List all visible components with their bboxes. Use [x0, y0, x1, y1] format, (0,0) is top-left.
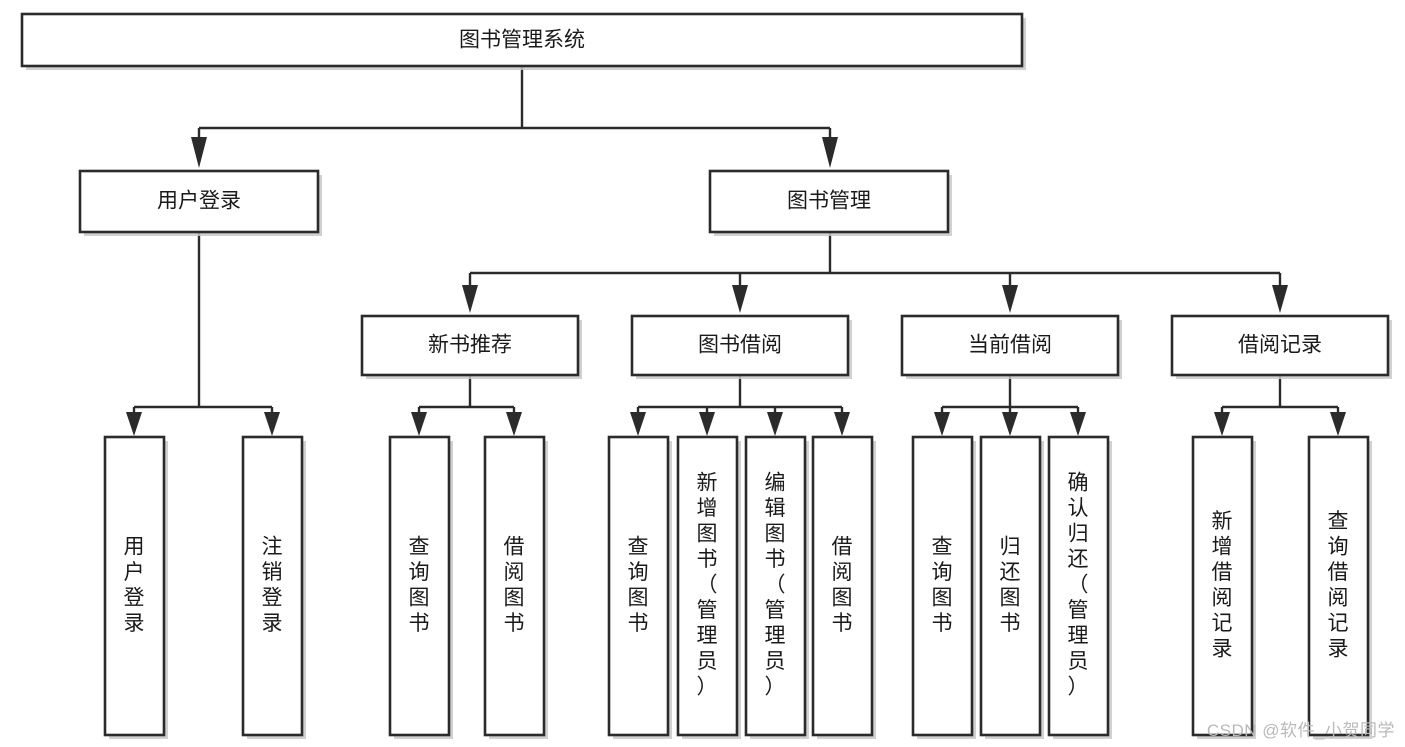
arrow-to-new-book-recommend: [462, 285, 478, 313]
arrow-to-leaf-return-book: [1002, 412, 1018, 436]
arrow-to-leaf-query-record: [1330, 412, 1346, 436]
edge-group-book-management-to-level3: [462, 232, 1288, 313]
node-new-book-recommend-label: 新书推荐: [428, 334, 512, 357]
node-user-login[interactable]: 用户登录: [78, 169, 322, 236]
node-leaf-return-book[interactable]: 归还图书: [979, 435, 1044, 739]
node-borrow-record[interactable]: 借阅记录: [1170, 314, 1392, 379]
edge-group-current-borrow-to-leaves: [934, 375, 1086, 436]
node-leaf-add-record[interactable]: 新增借阅记录: [1191, 435, 1256, 739]
node-leaf-query-book-3-label: 查询图书: [932, 535, 953, 635]
node-leaf-query-book-1[interactable]: 查询图书: [388, 435, 453, 739]
node-leaf-borrow-book-1[interactable]: 借阅图书: [483, 435, 548, 739]
node-root[interactable]: 图书管理系统: [20, 12, 1026, 70]
node-leaf-query-book-2[interactable]: 查询图书: [607, 435, 672, 739]
arrow-to-current-borrow: [1002, 285, 1018, 313]
node-book-borrow[interactable]: 图书借阅: [630, 314, 852, 379]
arrow-to-book-management: [822, 137, 838, 168]
arrow-to-leaf-confirm-return: [1070, 412, 1086, 436]
node-borrow-record-box: [1170, 314, 1390, 377]
node-book-borrow-label: 图书借阅: [698, 334, 782, 357]
arrow-to-leaf-user-login: [126, 412, 142, 436]
node-leaf-query-book-3-box: [911, 435, 974, 737]
node-current-borrow[interactable]: 当前借阅: [900, 314, 1122, 379]
node-leaf-query-book-2-label: 查询图书: [628, 535, 649, 635]
edge-group-new-book-recommend-to-leaves: [411, 375, 522, 436]
node-user-login-box: [78, 169, 320, 234]
node-leaf-query-book-3[interactable]: 查询图书: [911, 435, 976, 739]
node-leaf-user-login-box: [103, 435, 166, 737]
arrow-to-leaf-query-book-3: [934, 412, 950, 436]
node-leaf-borrow-book-2-box: [811, 435, 874, 737]
node-leaf-confirm-return[interactable]: 确认归还（管理员）: [1047, 435, 1112, 739]
node-leaf-borrow-book-1-label: 借阅图书: [504, 535, 525, 635]
arrow-to-leaf-query-book-1: [411, 412, 427, 436]
node-leaf-logout-login-label: 注销登录: [262, 535, 283, 635]
node-leaf-return-book-label: 归还图书: [1000, 535, 1021, 635]
node-leaf-query-book-2-box: [607, 435, 670, 737]
node-book-management-box: [708, 169, 950, 234]
node-root-box: [20, 12, 1024, 68]
node-leaf-confirm-return-label: 确认归还（管理员）: [1068, 472, 1089, 699]
node-leaf-borrow-book-2-label: 借阅图书: [832, 535, 853, 635]
node-root-label: 图书管理系统: [459, 29, 585, 52]
node-new-book-recommend[interactable]: 新书推荐: [360, 314, 582, 379]
node-leaf-query-book-1-label: 查询图书: [409, 535, 430, 635]
node-book-management-label: 图书管理: [787, 190, 871, 213]
node-leaf-borrow-book-1-box: [483, 435, 546, 737]
node-new-book-recommend-box: [360, 314, 580, 377]
node-leaf-query-record[interactable]: 查询借阅记录: [1307, 435, 1372, 739]
node-book-borrow-box: [630, 314, 850, 377]
arrow-to-leaf-edit-book: [767, 412, 783, 436]
node-leaf-add-record-box: [1191, 435, 1254, 737]
edge-group-borrow-record-to-leaves: [1214, 375, 1346, 436]
edge-group-book-borrow-to-leaves: [630, 375, 850, 436]
node-current-borrow-label: 当前借阅: [968, 334, 1052, 357]
node-leaf-edit-book[interactable]: 编辑图书（管理员）: [744, 435, 809, 739]
node-leaf-edit-book-label: 编辑图书（管理员）: [765, 472, 786, 699]
node-leaf-user-login-label: 用户登录: [124, 535, 145, 635]
node-leaf-logout-login-box: [241, 435, 304, 737]
arrow-to-leaf-logout-login: [264, 412, 280, 436]
arrow-to-leaf-query-book-2: [630, 412, 646, 436]
arrow-to-borrow-record: [1272, 285, 1288, 313]
arrow-to-leaf-add-book: [699, 412, 715, 436]
node-leaf-query-record-box: [1307, 435, 1370, 737]
node-leaf-borrow-book-2[interactable]: 借阅图书: [811, 435, 876, 739]
node-book-management[interactable]: 图书管理: [708, 169, 952, 236]
arrow-to-leaf-add-record: [1214, 412, 1230, 436]
arrow-to-leaf-borrow-book-1: [506, 412, 522, 436]
edge-group-user-login-to-leaves: [126, 232, 280, 436]
node-leaf-logout-login[interactable]: 注销登录: [241, 435, 306, 739]
node-leaf-add-book-label: 新增图书（管理员）: [697, 472, 718, 699]
edge-group-root-to-level2: [191, 66, 838, 168]
node-leaf-query-book-1-box: [388, 435, 451, 737]
node-borrow-record-label: 借阅记录: [1238, 334, 1322, 357]
arrow-to-leaf-borrow-book-2: [834, 412, 850, 436]
node-leaf-add-book-box: [676, 435, 739, 737]
node-leaf-confirm-return-box: [1047, 435, 1110, 737]
node-leaf-add-record-label: 新增借阅记录: [1212, 510, 1233, 661]
node-user-login-label: 用户登录: [157, 190, 241, 213]
node-leaf-edit-book-box: [744, 435, 807, 737]
node-leaf-query-record-label: 查询借阅记录: [1328, 510, 1349, 661]
node-leaf-add-book[interactable]: 新增图书（管理员）: [676, 435, 741, 739]
node-current-borrow-box: [900, 314, 1120, 377]
node-leaf-user-login[interactable]: 用户登录: [103, 435, 168, 739]
arrow-to-user-login: [191, 137, 207, 168]
node-leaf-return-book-box: [979, 435, 1042, 737]
arrow-to-book-borrow: [732, 285, 748, 313]
